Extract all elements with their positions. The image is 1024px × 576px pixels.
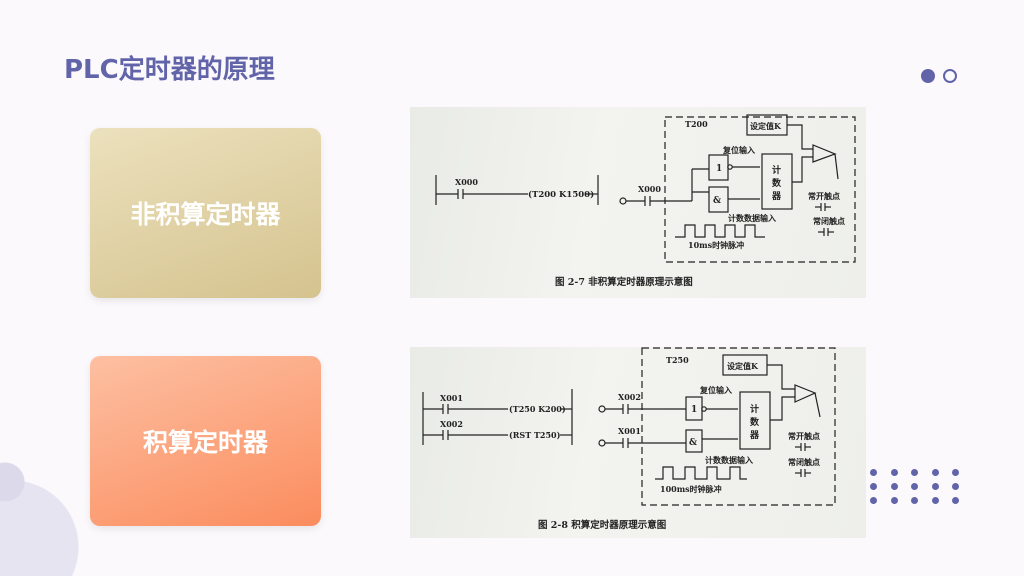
decorative-dot-grid xyxy=(870,469,960,504)
diagram-svg: X000 (T200 K1500) X000 T200 设定值K 1 & 复位输… xyxy=(435,114,856,288)
nc-contact-label: 常闭触点 xyxy=(788,457,820,467)
filled-dot-icon xyxy=(921,69,935,83)
counter-char: 数 xyxy=(772,177,782,189)
reset-input-label: 复位输入 xyxy=(699,385,732,395)
count-input-label: 计数数据输入 xyxy=(705,455,753,465)
comparator-icon xyxy=(794,384,817,403)
setpoint-label: 设定值K xyxy=(727,361,759,371)
coil-label: (T250 K200) xyxy=(509,404,566,414)
setpoint-label: 设定值K xyxy=(750,121,782,131)
card-label: 积算定时器 xyxy=(142,428,268,457)
input-contact-label: X002 xyxy=(618,392,641,402)
figure-non-accumulating-timer-diagram: X000 (T200 K1500) X000 T200 设定值K 1 & 复位输… xyxy=(410,107,866,298)
ladder-rung xyxy=(435,175,599,205)
clock-label: 100ms时钟脉冲 xyxy=(660,484,722,494)
input-contact-label: X000 xyxy=(638,184,661,194)
contact-label: X001 xyxy=(440,393,463,403)
counter-char: 计 xyxy=(750,403,759,415)
contact-label: X000 xyxy=(455,177,478,187)
no-contact-label: 常开触点 xyxy=(808,191,840,201)
counter-char: 器 xyxy=(771,191,782,202)
timer-boundary xyxy=(664,116,856,263)
counter-char: 数 xyxy=(750,416,760,428)
figure-caption: 图 2-7 非积算定时器原理示意图 xyxy=(555,276,693,288)
contact-label: X002 xyxy=(440,419,463,429)
clock-pulse-wave xyxy=(675,224,765,238)
coil-label: (RST T250) xyxy=(509,430,561,440)
figure-caption: 图 2-8 积算定时器原理示意图 xyxy=(538,519,666,531)
timer-boundary xyxy=(641,347,836,506)
and-gate-label: & xyxy=(713,196,721,206)
nc-contact-label: 常闭触点 xyxy=(813,216,845,226)
and-gate-label: & xyxy=(689,438,697,448)
diagram-svg: X001 (T250 K200) X002 (RST T250) X002 X0… xyxy=(422,347,836,531)
count-input-label: 计数数据输入 xyxy=(728,213,776,223)
counter-char: 计 xyxy=(772,164,781,176)
decorative-circle-small xyxy=(0,462,26,502)
input-contact-label: X001 xyxy=(618,426,641,436)
coil-label: (T200 K1500) xyxy=(528,189,594,200)
card-label: 非积算定时器 xyxy=(130,200,281,229)
figure-accumulating-timer-diagram: X001 (T250 K200) X002 (RST T250) X002 X0… xyxy=(410,347,866,538)
clock-label: 10ms时钟脉冲 xyxy=(688,240,744,250)
no-contact-label: 常开触点 xyxy=(788,431,820,441)
card-non-accumulating-timer: 非积算定时器 xyxy=(90,128,321,298)
comparator-icon xyxy=(812,144,837,163)
timer-label: T250 xyxy=(666,355,689,365)
counter-char: 器 xyxy=(749,430,760,441)
card-accumulating-timer: 积算定时器 xyxy=(90,356,321,526)
ring-dot-icon xyxy=(943,69,957,83)
not-gate-label: 1 xyxy=(716,164,722,174)
reset-input-label: 复位输入 xyxy=(722,145,755,155)
timer-label: T200 xyxy=(685,119,708,129)
clock-pulse-wave xyxy=(655,466,747,480)
not-gate-label: 1 xyxy=(691,405,697,415)
slide-title: PLC定时器的原理 xyxy=(64,55,275,85)
